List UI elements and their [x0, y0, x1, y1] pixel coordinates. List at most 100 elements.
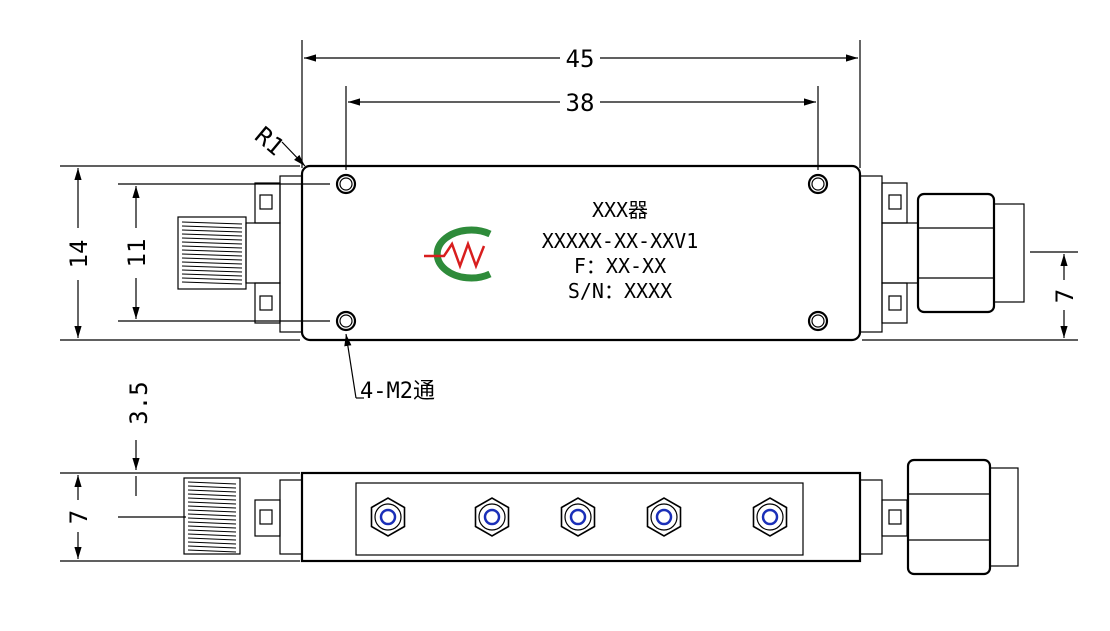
- thread-line: [187, 537, 237, 541]
- dimension-thickness: 7: [60, 472, 300, 562]
- thread-line: [187, 549, 237, 553]
- right-hex-nut: [916, 192, 996, 314]
- company-logo: [424, 226, 492, 282]
- thread-line: [187, 525, 237, 529]
- dim-r1-text: R1: [249, 121, 289, 161]
- dim-4-m2-text: 4-M2通: [360, 379, 435, 404]
- thread-line: [181, 273, 243, 277]
- side-right-bracket: [881, 499, 908, 537]
- label-line-3: F：XX-XX: [574, 254, 666, 278]
- dim-7-right-text: 7: [1051, 289, 1079, 303]
- left-bracket-top: [254, 182, 281, 224]
- dimension-corner-radius: R1: [249, 121, 306, 167]
- right-bracket-top: [881, 182, 908, 224]
- side-right-hex-nut: [906, 458, 992, 576]
- tuning-screws: [370, 497, 788, 537]
- tuning-screw-ring: [650, 503, 678, 531]
- dimension-connector-offset: 3.5: [118, 381, 186, 518]
- mount-hole: [807, 310, 829, 332]
- thread-line: [181, 253, 243, 257]
- thread-line: [187, 501, 237, 505]
- tuning-screw-nut: [560, 497, 596, 537]
- thread-line: [181, 233, 243, 237]
- tuning-screw-head: [761, 508, 779, 526]
- tuning-screw-nut: [752, 497, 788, 537]
- side-view: 3.5 7: [60, 381, 1019, 576]
- right-slot-bottom: [888, 295, 902, 311]
- left-bracket-bottom: [254, 282, 281, 324]
- thread-line: [187, 521, 237, 525]
- right-slot-top: [888, 194, 902, 210]
- tuning-screw-ring: [478, 503, 506, 531]
- thread-line: [181, 257, 243, 261]
- thread-line: [187, 497, 237, 501]
- thread-line: [181, 241, 243, 245]
- left-slot-bottom: [259, 295, 273, 311]
- right-flange: [859, 175, 883, 333]
- side-left-threads: [187, 481, 237, 553]
- thread-line: [181, 229, 243, 233]
- thread-line: [187, 485, 237, 489]
- left-flange: [279, 175, 303, 333]
- body-outline: [300, 164, 862, 342]
- tuning-screw-head: [655, 508, 673, 526]
- thread-line: [187, 481, 237, 485]
- thread-line: [187, 533, 237, 537]
- mount-hole-inner: [339, 177, 353, 191]
- mount-hole-inner: [811, 314, 825, 328]
- product-label: XXX器 XXXXX-XX-XXV1 F：XX-XX S/N：XXXX: [542, 198, 699, 303]
- side-left-flange: [279, 479, 303, 555]
- dimension-connector-center: 7: [862, 251, 1079, 341]
- thread-line: [187, 489, 237, 493]
- thread-line: [181, 221, 243, 225]
- mount-hole: [335, 173, 357, 195]
- left-connector: [177, 175, 303, 333]
- right-bracket-bottom: [881, 282, 908, 324]
- side-right-flange: [859, 479, 883, 555]
- mount-hole-callout: 4-M2通: [344, 333, 435, 404]
- dim-38-text: 38: [566, 89, 595, 117]
- tuning-screw-nut: [474, 497, 510, 537]
- right-connector: [859, 175, 1025, 333]
- thread-line: [187, 529, 237, 533]
- tuning-screw-ring: [374, 503, 402, 531]
- thread-line: [187, 517, 237, 521]
- mount-holes: [335, 173, 829, 332]
- side-right-slot: [888, 509, 902, 525]
- tuning-screw-ring: [756, 503, 784, 531]
- thread-line: [181, 261, 243, 265]
- dim-7-left-text: 7: [65, 510, 93, 524]
- tuning-screw-head: [379, 508, 397, 526]
- thread-line: [181, 237, 243, 241]
- right-body: [881, 222, 919, 284]
- left-thread-outline: [177, 216, 247, 290]
- dim-45-text: 45: [566, 45, 595, 73]
- side-left-slot: [259, 509, 273, 525]
- mount-hole-inner: [811, 177, 825, 191]
- thread-line: [181, 245, 243, 249]
- thread-line: [181, 249, 243, 253]
- thread-line: [187, 541, 237, 545]
- thread-line: [181, 281, 243, 285]
- side-left-connector: [183, 477, 303, 555]
- mount-hole: [807, 173, 829, 195]
- dim-3-5-text: 3.5: [125, 381, 153, 424]
- dim-11-text: 11: [123, 239, 151, 268]
- tuning-screw-head: [569, 508, 587, 526]
- side-left-thread-outline: [183, 477, 241, 555]
- thread-line: [181, 269, 243, 273]
- mount-hole: [335, 310, 357, 332]
- thread-line: [181, 265, 243, 269]
- left-threads: [181, 221, 243, 285]
- tuning-screw-head: [483, 508, 501, 526]
- thread-line: [187, 505, 237, 509]
- top-view: 45 38 R1 14 11: [60, 40, 1079, 404]
- label-line-1: XXX器: [592, 198, 648, 222]
- left-slot-top: [259, 194, 273, 210]
- thread-line: [181, 225, 243, 229]
- thread-line: [187, 509, 237, 513]
- thread-line: [187, 545, 237, 549]
- mount-hole-inner: [339, 314, 353, 328]
- side-right-connector: [859, 458, 1019, 576]
